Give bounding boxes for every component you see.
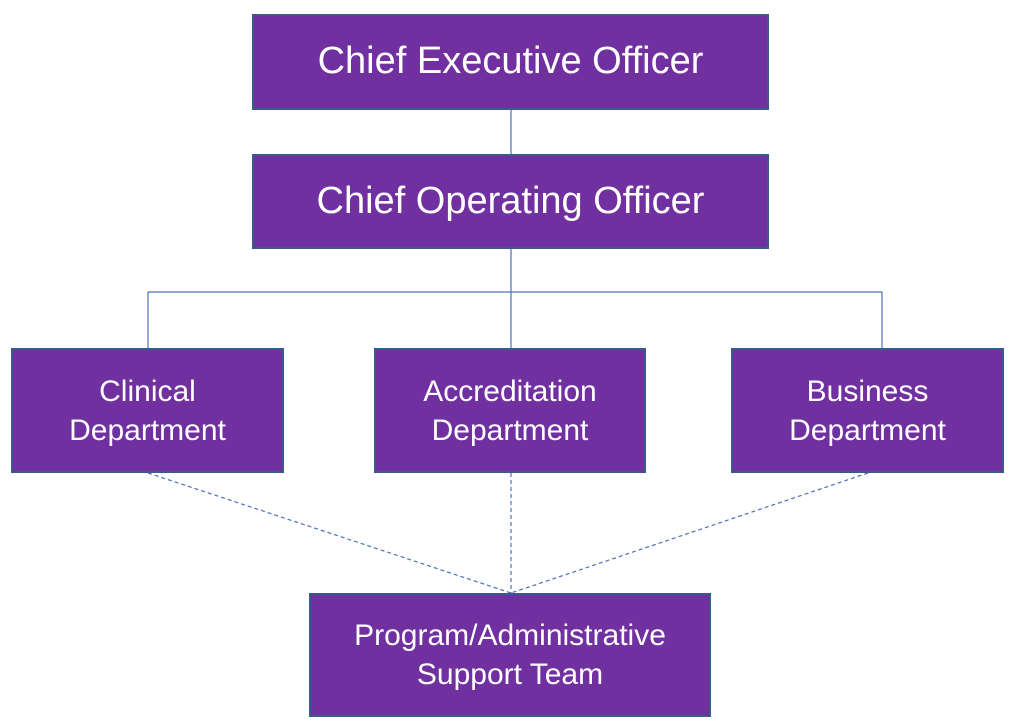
support-team-label: Program/Administrative Support Team [354,619,666,691]
coo-label: Chief Operating Officer [316,179,705,222]
ceo-label: Chief Executive Officer [317,40,704,83]
clinical-department-label: Clinical Department [69,374,226,447]
business-department-box: Business Department [731,348,1004,473]
business-department-label: Business Department [789,374,946,447]
ceo-box: Chief Executive Officer [252,14,769,110]
dashed-connector-clinical-support [147,472,512,594]
accreditation-department-label: Accreditation Department [423,374,597,447]
dashed-connector-business-support [510,472,869,594]
clinical-department-box: Clinical Department [11,348,284,473]
accreditation-department-box: Accreditation Department [374,348,646,473]
support-team-box: Program/Administrative Support Team [309,593,711,717]
coo-box: Chief Operating Officer [252,154,769,249]
